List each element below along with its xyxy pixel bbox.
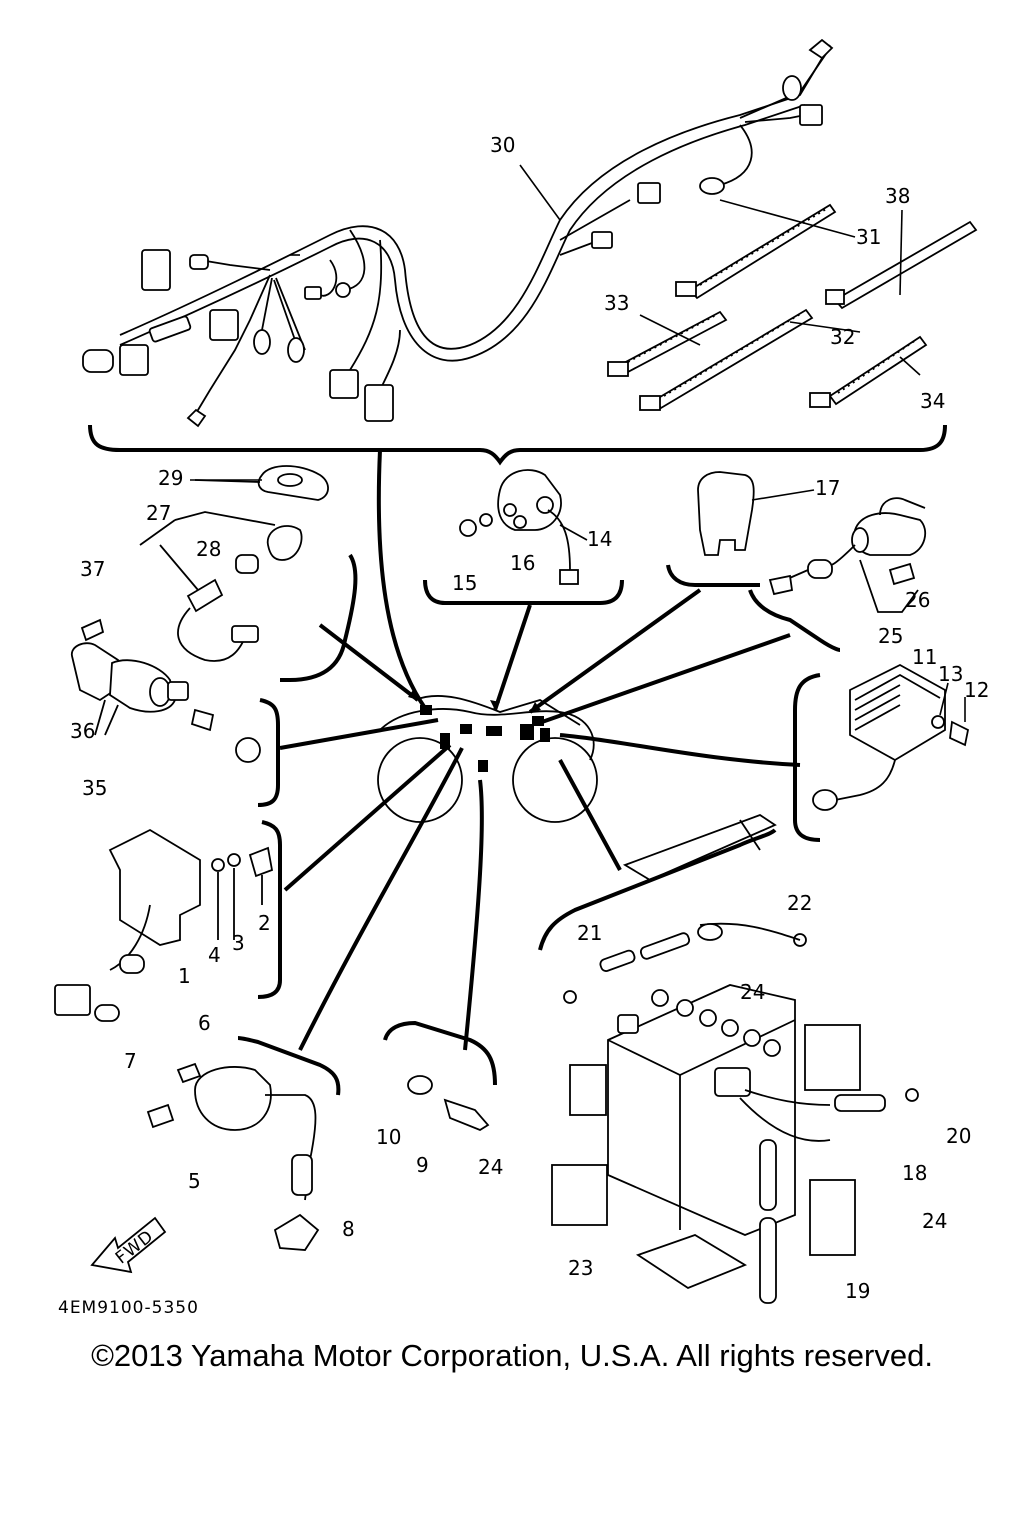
callout-30: 30 xyxy=(490,133,515,157)
callout-10: 10 xyxy=(376,1125,401,1149)
callout-1: 1 xyxy=(178,964,191,988)
group-starter-relay xyxy=(423,469,624,605)
callout-32: 32 xyxy=(830,325,855,349)
callout-26: 26 xyxy=(905,588,930,612)
callout-5: 5 xyxy=(188,1169,201,1193)
callout-21: 21 xyxy=(577,921,602,945)
callout-4: 4 xyxy=(208,943,221,967)
callout-6: 6 xyxy=(198,1011,211,1035)
callout-28: 28 xyxy=(196,537,221,561)
group-cdi-unit xyxy=(54,820,282,1022)
callout-34: 34 xyxy=(920,389,945,413)
leader-lines xyxy=(279,449,801,1051)
callout-37: 37 xyxy=(80,557,105,581)
group-main-switch xyxy=(71,618,280,807)
part-code: 4EM9100-5350 xyxy=(58,1298,199,1318)
callout-14: 14 xyxy=(587,527,612,551)
callout-16: 16 xyxy=(510,551,535,575)
wire-harness-group xyxy=(82,38,978,466)
callout-18: 18 xyxy=(902,1161,927,1185)
callout-24c: 24 xyxy=(922,1209,947,1233)
callout-24a: 24 xyxy=(740,980,765,1004)
group-coil-front xyxy=(146,1036,341,1251)
callout-9: 9 xyxy=(416,1153,429,1177)
callout-leaders xyxy=(190,164,966,722)
group-ignition-coil xyxy=(748,497,927,652)
group-battery xyxy=(538,813,919,1304)
callout-29: 29 xyxy=(158,466,183,490)
callout-38: 38 xyxy=(885,184,910,208)
callout-19: 19 xyxy=(845,1279,870,1303)
callout-11: 11 xyxy=(912,645,937,669)
callout-35: 35 xyxy=(82,776,107,800)
group-relay xyxy=(666,471,760,587)
callout-15: 15 xyxy=(452,571,477,595)
group-neutral-switch xyxy=(383,1020,497,1132)
callout-31: 31 xyxy=(856,225,881,249)
callout-36: 36 xyxy=(70,719,95,743)
callout-24b: 24 xyxy=(478,1155,503,1179)
callout-8: 8 xyxy=(342,1217,355,1241)
callout-2: 2 xyxy=(258,911,271,935)
callout-33: 33 xyxy=(604,291,629,315)
callout-23: 23 xyxy=(568,1256,593,1280)
vehicle-silhouette xyxy=(377,695,598,823)
fwd-arrow: FWD xyxy=(90,1216,167,1274)
copyright-notice: ©2013 Yamaha Motor Corporation, U.S.A. A… xyxy=(91,1338,933,1373)
callout-12: 12 xyxy=(964,678,989,702)
callout-22: 22 xyxy=(787,891,812,915)
callout-13: 13 xyxy=(938,662,963,686)
callout-27: 27 xyxy=(146,501,171,525)
callout-25: 25 xyxy=(878,624,903,648)
callout-7: 7 xyxy=(124,1049,137,1073)
callout-labels: 1 2 3 4 5 6 7 8 9 10 11 12 13 14 15 16 1… xyxy=(70,133,989,1303)
group-lock-parts xyxy=(139,465,358,682)
group-regulator xyxy=(793,663,970,842)
callout-17: 17 xyxy=(815,476,840,500)
callout-3: 3 xyxy=(232,931,245,955)
callout-20: 20 xyxy=(946,1124,971,1148)
